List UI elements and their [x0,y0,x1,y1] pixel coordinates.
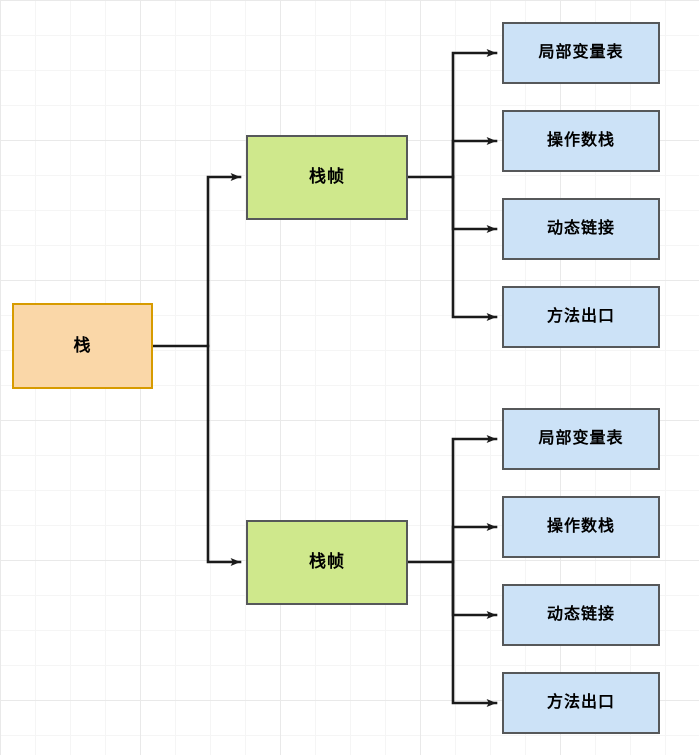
edge-frame-2-to-part-4 [451,560,498,707]
node-dynamic-linking-1-label: 动态链接 [546,220,615,238]
node-local-variable-table-2-label: 局部变量表 [538,430,624,448]
edge-frame-1-to-part-1 [451,49,498,179]
node-stack-frame-1-label: 栈帧 [309,167,345,187]
node-stack-frame-1[interactable]: 栈帧 [246,135,408,220]
node-local-variable-table-2[interactable]: 局部变量表 [502,408,660,470]
edge-root-to-frames [151,173,242,566]
edge-frame-2-to-parts [406,435,498,707]
node-stack-frame-2[interactable]: 栈帧 [246,520,408,605]
node-method-exit-2-label: 方法出口 [546,694,615,712]
node-dynamic-linking-2[interactable]: 动态链接 [502,584,660,646]
node-dynamic-linking-1[interactable]: 动态链接 [502,198,660,260]
node-local-variable-table-1-label: 局部变量表 [538,44,624,62]
node-operand-stack-2[interactable]: 操作数栈 [502,496,660,558]
edge-root-to-frame-1 [206,173,242,348]
node-method-exit-1[interactable]: 方法出口 [502,286,660,348]
node-operand-stack-1[interactable]: 操作数栈 [502,110,660,172]
node-method-exit-1-label: 方法出口 [546,308,615,326]
node-stack-frame-2-label: 栈帧 [309,552,345,572]
node-operand-stack-2-label: 操作数栈 [546,518,615,536]
node-local-variable-table-1[interactable]: 局部变量表 [502,22,660,84]
edge-frame-2-to-part-1 [451,435,498,564]
edge-frame-1-to-part-3 [451,175,498,233]
node-method-exit-2[interactable]: 方法出口 [502,672,660,734]
edge-frame-2-to-part-3 [451,560,498,619]
edge-frame-1-to-parts [406,49,498,321]
edge-frame-1-to-part-2 [451,137,498,179]
node-stack-label: 栈 [73,335,92,355]
edge-root-to-frame-2 [206,344,242,566]
node-stack[interactable]: 栈 [12,303,153,389]
edge-frame-2-to-part-2 [451,523,498,564]
edge-frame-1-to-part-4 [451,175,498,321]
node-operand-stack-1-label: 操作数栈 [546,132,615,150]
node-dynamic-linking-2-label: 动态链接 [546,606,615,624]
